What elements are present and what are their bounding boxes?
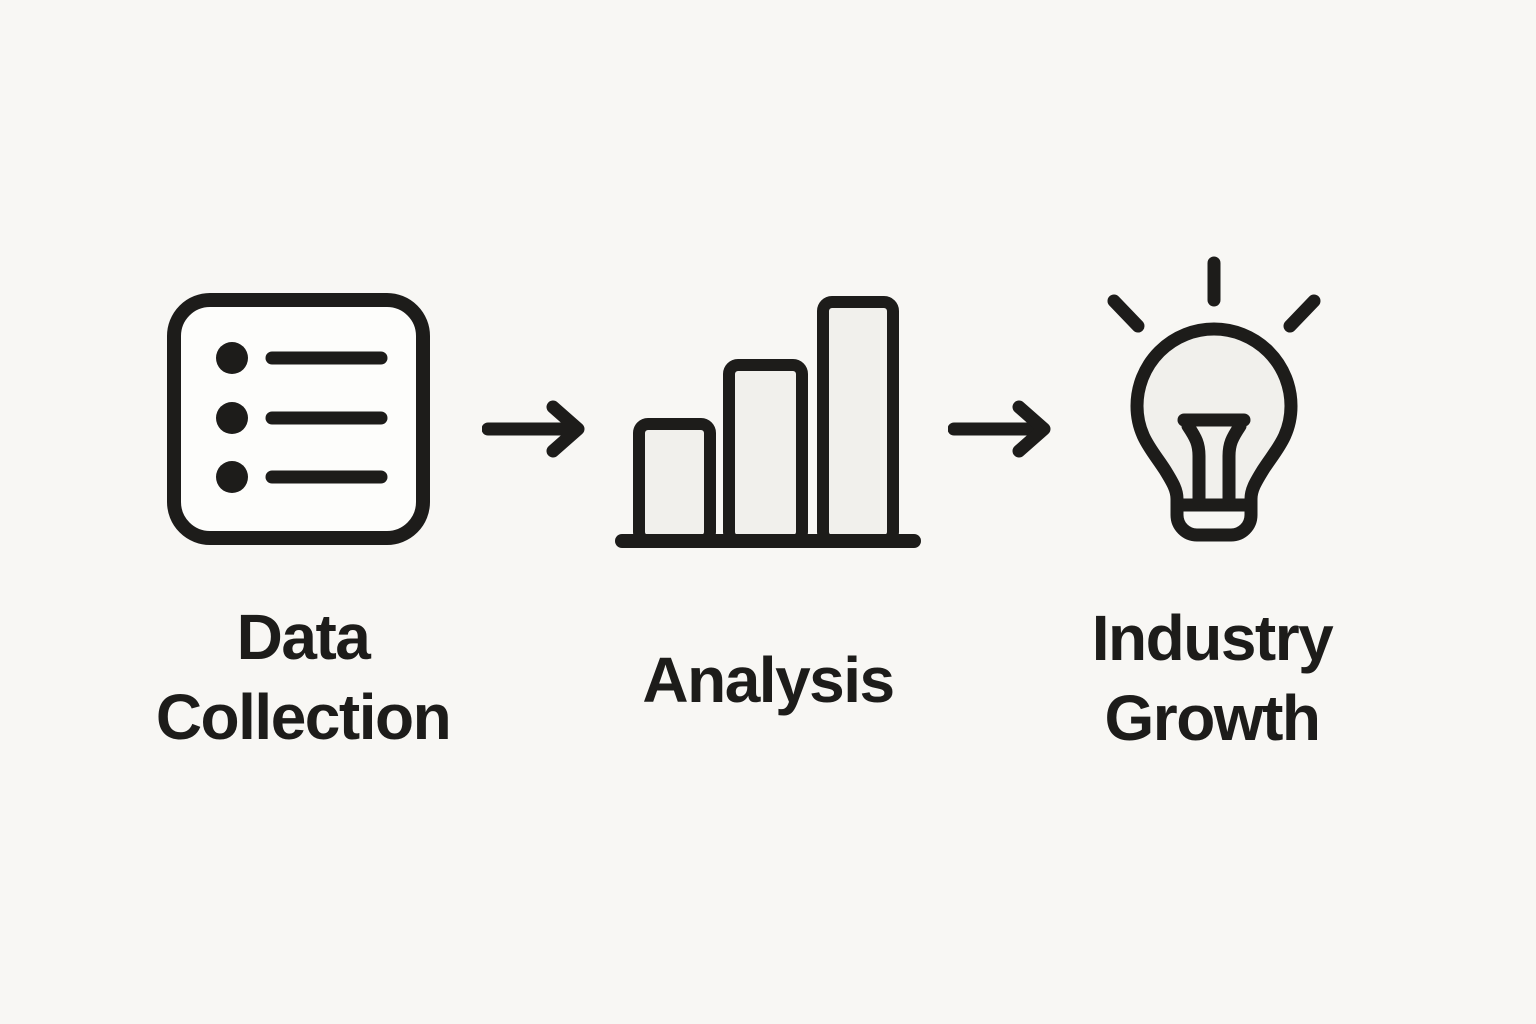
list-icon xyxy=(167,293,430,545)
bulb-filament-left xyxy=(1181,419,1206,508)
step-label-analysis: Analysis xyxy=(642,644,895,716)
bar-tall xyxy=(817,296,899,547)
step-label-industry-growth: Industry Growth xyxy=(1091,602,1334,754)
bar-medium xyxy=(723,359,808,547)
list-bullet xyxy=(216,402,248,434)
arrow-right-icon xyxy=(948,400,1051,458)
lightbulb-icon xyxy=(1107,256,1321,542)
list-bullet xyxy=(216,342,248,374)
bulb-ray-right xyxy=(1283,294,1321,333)
arrow-right-icon xyxy=(482,400,585,458)
bulb-base xyxy=(1170,498,1258,542)
bulb-filament-right xyxy=(1222,419,1247,508)
step-label-data-collection: Data Collection xyxy=(155,601,452,753)
list-bullet xyxy=(216,461,248,493)
bulb-ray-left xyxy=(1107,294,1145,333)
bar-chart-icon xyxy=(615,296,921,548)
bar-small xyxy=(633,418,716,547)
